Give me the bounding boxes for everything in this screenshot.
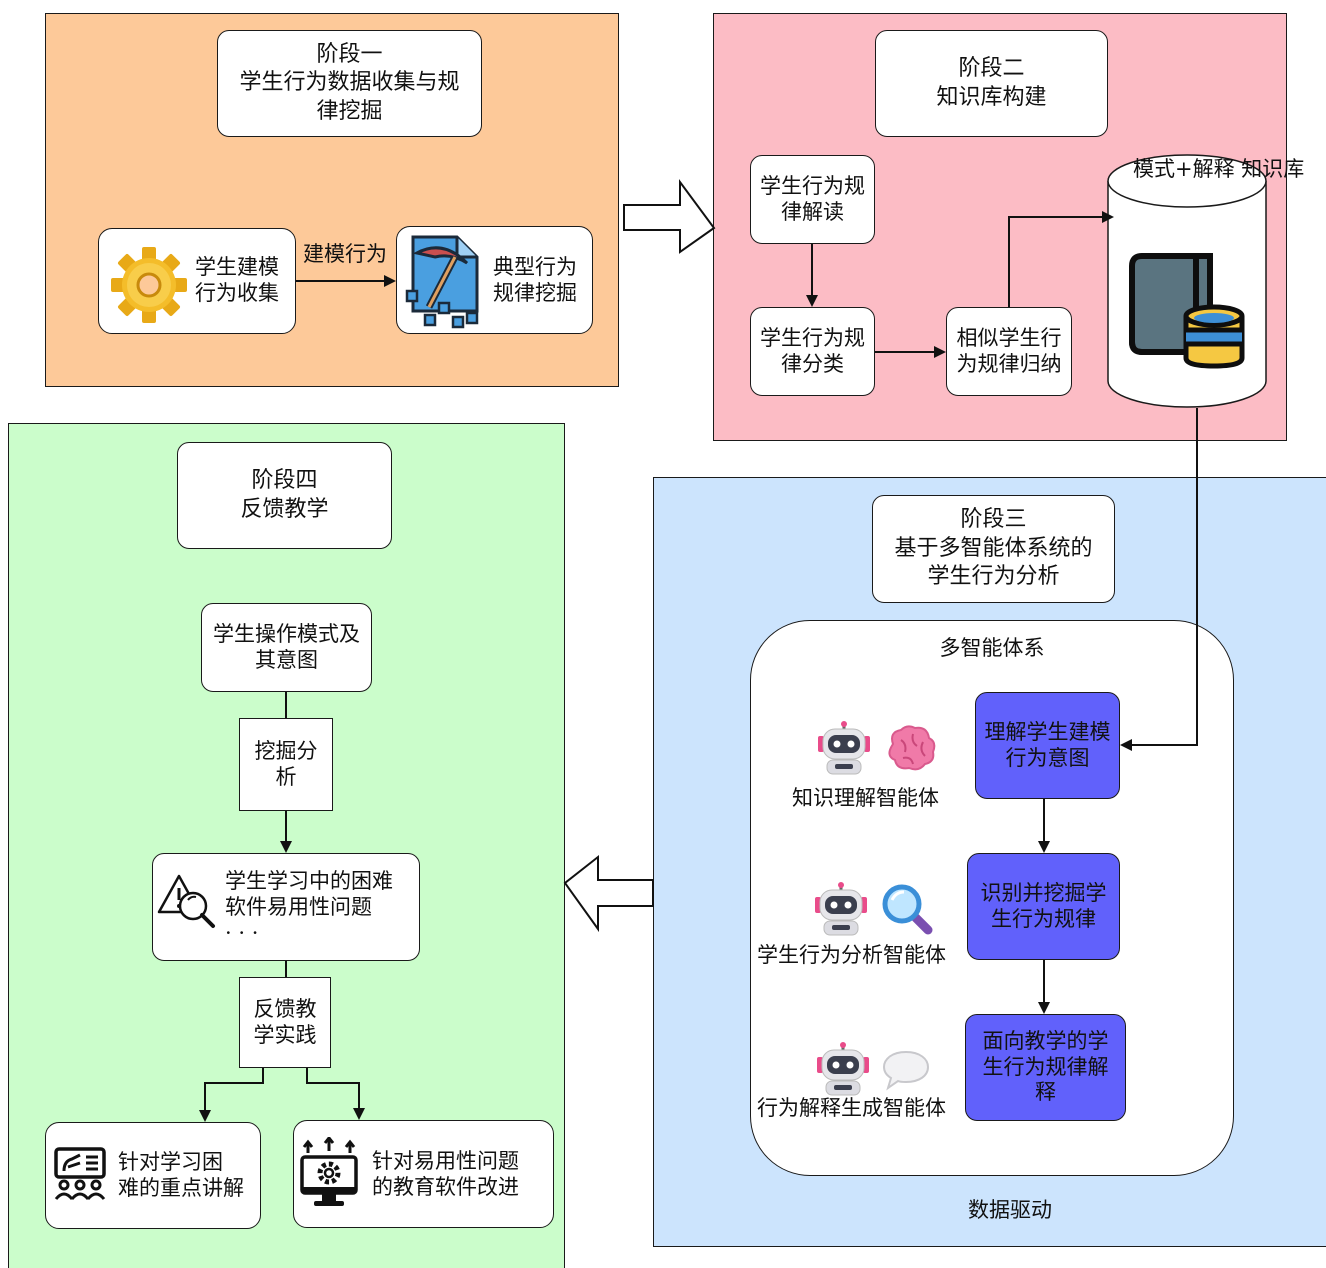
stage4-title: 阶段四 反馈教学 xyxy=(177,442,392,549)
warning-search-icon xyxy=(157,874,215,928)
stage2-title: 阶段二 知识库构建 xyxy=(875,30,1108,137)
mining-label: 典型行为 规律挖掘 xyxy=(493,255,577,306)
feedback-practice-box: 反馈教 学实践 xyxy=(239,977,331,1068)
software-label: 针对易用性问题 的教育软件改进 xyxy=(372,1149,519,1200)
multi-agent-system-title: 多智能体系 统 xyxy=(939,636,1045,660)
induce-box: 相似学生行 为规律归纳 xyxy=(946,307,1072,396)
pickaxe-icon xyxy=(405,235,479,329)
interpret-box: 学生行为规 律解读 xyxy=(750,155,875,244)
software-box: 针对易用性问题 的教育软件改进 xyxy=(293,1120,554,1228)
stage1-title: 阶段一 学生行为数据收集与规 律挖掘 xyxy=(217,30,482,137)
mining-box: 典型行为 规律挖掘 xyxy=(396,226,593,334)
data-driven-label: 数据驱动 xyxy=(968,1198,1052,1222)
agent-behavior-analysis-label: 学生行为分析智能体 xyxy=(757,943,946,967)
collect-box: 学生建模 行为收集 xyxy=(98,228,296,334)
computer-gear-icon xyxy=(300,1137,358,1206)
robot-icon xyxy=(817,1042,869,1096)
task-explain-patterns: 面向教学的学 生行为规律解 释 xyxy=(965,1014,1126,1121)
magnifier-icon xyxy=(882,884,933,935)
modeling-behavior-label: 建模行为 xyxy=(303,242,387,266)
block-arrow-stage1-to-stage2 xyxy=(623,178,716,254)
mining-analysis-box: 挖掘分 析 xyxy=(239,718,333,811)
stage3-title: 阶段三 基于多智能体系统的 学生行为分析 xyxy=(872,495,1115,603)
robot-icon xyxy=(818,721,870,775)
task-understand-intent: 理解学生建模 行为意图 xyxy=(975,692,1120,799)
lecture-box: 针对学习困 难的重点讲解 xyxy=(45,1122,261,1229)
agent-explanation-label: 行为解释生成智能体 xyxy=(757,1096,946,1120)
classify-box: 学生行为规 律分类 xyxy=(750,307,875,396)
collect-label: 学生建模 行为收集 xyxy=(195,255,279,306)
knowledge-base-label: 模式+解释 知识库 xyxy=(1133,157,1305,181)
task-identify-patterns: 识别并挖掘学 生行为规律 xyxy=(967,853,1120,960)
gear-icon xyxy=(111,247,187,323)
problems-text: 学生学习中的困难 软件易用性问题 · · · xyxy=(225,869,393,946)
agent-knowledge-label: 知识理解智能体 xyxy=(792,786,939,810)
block-arrow-stage3-to-stage4 xyxy=(563,854,654,933)
robot-icon xyxy=(815,882,867,936)
teaching-icon xyxy=(54,1147,106,1200)
speech-bubble-icon xyxy=(882,1050,930,1091)
brain-icon xyxy=(888,725,936,771)
operation-patterns-box: 学生操作模式及 其意图 xyxy=(201,603,372,692)
lecture-label: 针对学习困 难的重点讲解 xyxy=(118,1150,244,1201)
database-book-icon xyxy=(1129,253,1245,369)
problems-box: 学生学习中的困难 软件易用性问题 · · · xyxy=(152,853,420,961)
